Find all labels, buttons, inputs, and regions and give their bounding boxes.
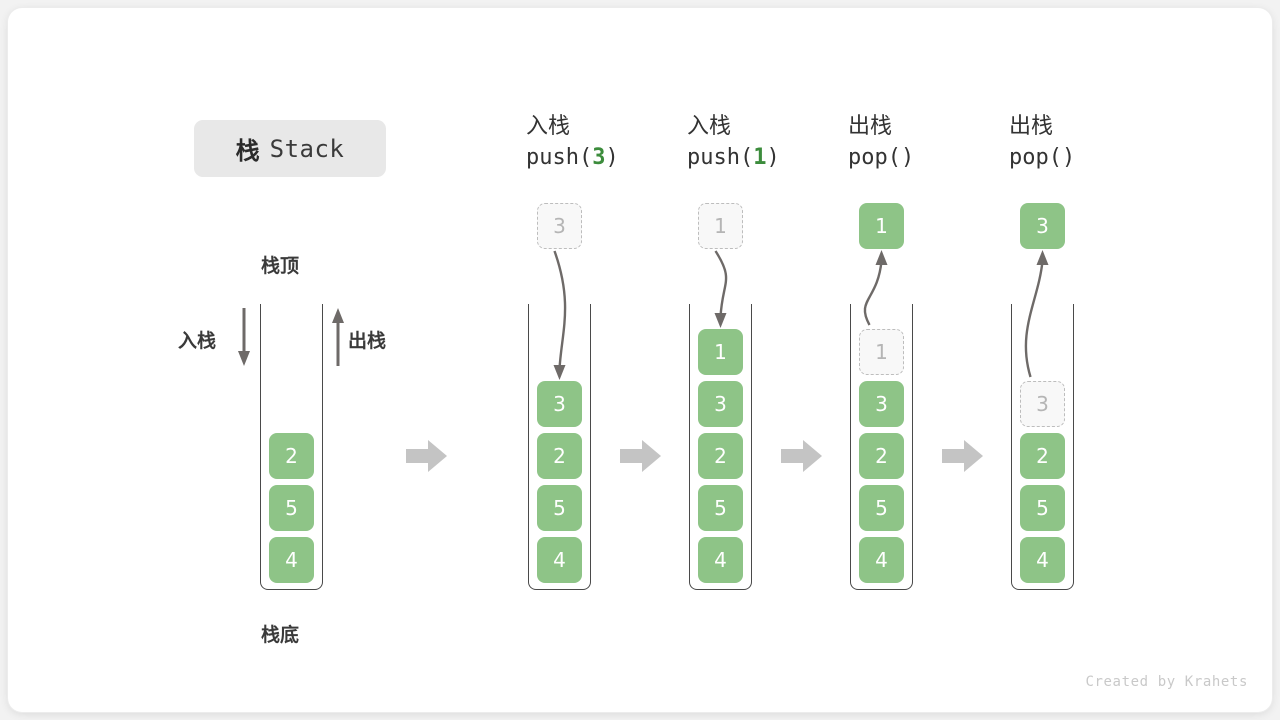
stack-cell-3: 3 [698, 381, 743, 427]
step-op-label: 入栈 [526, 114, 571, 139]
stack-cell-3: 3 [537, 381, 582, 427]
stack-cell-1-ghost: 1 [859, 329, 904, 375]
stack-cell-4: 4 [859, 537, 904, 583]
step-op-call: pop() [1009, 142, 1179, 174]
step-op-call: pop() [848, 142, 1018, 174]
floating-cell-1: 1 [859, 203, 904, 249]
push-direction-arrow-icon [238, 308, 250, 366]
stack-cell-3-ghost: 3 [1020, 381, 1065, 427]
stack-cell-1: 1 [698, 329, 743, 375]
stack-cell-5: 5 [537, 485, 582, 531]
title-latin: Stack [269, 134, 345, 163]
stack-container [1011, 304, 1074, 590]
stack-top-label: 栈顶 [261, 255, 300, 277]
step-op-label: 出栈 [1009, 114, 1054, 139]
flow-arrow-icon-4 [942, 440, 983, 472]
stack-cell-5: 5 [1020, 485, 1065, 531]
call-suffix: ) [900, 145, 915, 170]
call-suffix: ) [605, 145, 619, 170]
stack-cell-2: 2 [269, 433, 314, 479]
step-op-call: push(1) [687, 142, 857, 174]
stack-container [528, 304, 591, 590]
call-suffix: ) [1061, 145, 1076, 170]
call-prefix: pop( [848, 145, 901, 170]
title-cjk: 栈 [235, 137, 260, 165]
stack-cell-5: 5 [859, 485, 904, 531]
call-suffix: ) [766, 145, 780, 170]
stack-cell-4: 4 [537, 537, 582, 583]
stack-cell-4: 4 [698, 537, 743, 583]
stack-cell-2: 2 [698, 433, 743, 479]
stack-container [260, 304, 323, 590]
call-prefix: push( [526, 145, 593, 170]
stack-cell-5: 5 [698, 485, 743, 531]
flow-arrow-icon-1 [405, 440, 447, 472]
diagram-title: 栈 Stack [194, 120, 386, 177]
stack-cell-4: 4 [269, 537, 314, 583]
step-header-push-3: 入栈 push(3) [526, 112, 696, 174]
step-op-label: 入栈 [687, 114, 732, 139]
stack-cell-2: 2 [859, 433, 904, 479]
flow-arrow-icon-2 [620, 440, 661, 472]
stack-container [850, 304, 913, 590]
stack-cell-5: 5 [269, 485, 314, 531]
push-direction-label: 入栈 [178, 330, 217, 352]
stack-cell-2: 2 [537, 433, 582, 479]
call-prefix: pop( [1009, 145, 1062, 170]
pop-direction-arrow-icon [332, 308, 344, 366]
credit-footer: Created by Krahets [1085, 674, 1248, 690]
stack-container [689, 304, 752, 590]
step-op-call: push(3) [526, 142, 696, 174]
floating-cell-1: 1 [698, 203, 743, 249]
stack-cell-3: 3 [859, 381, 904, 427]
stack-cell-2: 2 [1020, 433, 1065, 479]
pop-direction-label: 出栈 [348, 330, 387, 352]
step-header-pop-1: 出栈 pop() [848, 112, 1018, 174]
call-argument: 3 [592, 145, 606, 170]
step-header-pop-3: 出栈 pop() [1009, 112, 1179, 174]
step-header-push-1: 入栈 push(1) [687, 112, 857, 174]
call-argument: 1 [753, 145, 767, 170]
floating-cell-3: 3 [1020, 203, 1065, 249]
call-prefix: push( [687, 145, 754, 170]
stack-bottom-label: 栈底 [261, 624, 300, 646]
stack-cell-4: 4 [1020, 537, 1065, 583]
floating-cell-3: 3 [537, 203, 582, 249]
flow-arrow-icon-3 [781, 440, 822, 472]
step-op-label: 出栈 [848, 114, 893, 139]
